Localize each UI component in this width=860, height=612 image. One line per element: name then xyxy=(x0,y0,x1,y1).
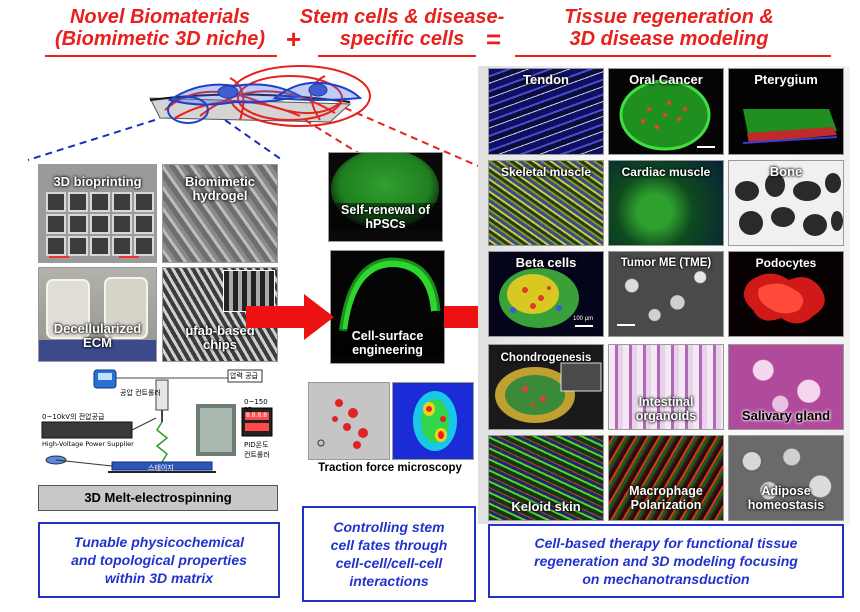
tile-keloid-skin: Keloid skin xyxy=(488,435,604,521)
chondrogenesis-image xyxy=(495,362,602,423)
image-microfab-chips: μfab-based chips xyxy=(162,267,278,362)
tile-pterygium: Pterygium xyxy=(728,68,844,155)
pid-display: 8.8.8.8 xyxy=(246,412,267,419)
traction-label: Traction force microscopy xyxy=(318,462,462,474)
image-cell-surface-engineering: Cell-surface engineering xyxy=(330,250,445,364)
tile-beta-cells: Beta cells 100 μm xyxy=(488,251,604,337)
label-decellularized-ecm: Decellularized ECM xyxy=(53,321,142,350)
image-self-renewal-hpscs: Self-renewal of hPSCs xyxy=(328,152,443,242)
pid-label: PID온도 컨트롤러 xyxy=(244,441,270,459)
image-traction-heatmap xyxy=(392,382,474,460)
pressure-label: 압력 공급 xyxy=(230,372,258,380)
header-biomaterials: Novel Biomaterials (Biomimetic 3D niche) xyxy=(54,6,266,50)
header-stem-cells: Stem cells & disease- specific cells xyxy=(299,6,505,50)
tile-oral-cancer: Oral Cancer xyxy=(608,68,724,155)
oral-cancer-image xyxy=(619,79,715,151)
label-cell-surface: Cell-surface engineering xyxy=(331,329,444,357)
label-bone: Bone xyxy=(769,164,803,179)
label-macrophage-polarization: Macrophage Polarization xyxy=(629,484,703,512)
tile-cardiac-muscle: Cardiac muscle xyxy=(608,160,724,246)
caption-stem-cell-fates: Controlling stem cell fates through cell… xyxy=(302,506,476,602)
plus-sign: + xyxy=(286,24,302,54)
tile-tumor-me: Tumor ME (TME) xyxy=(608,251,724,337)
niche-schematic xyxy=(27,65,479,167)
label-intestinal-organoids: Intestinal organoids xyxy=(635,395,697,423)
label-self-renewal: Self-renewal of hPSCs xyxy=(329,203,442,231)
label-microfab-chips: μfab-based chips xyxy=(185,323,255,352)
label-tendon: Tendon xyxy=(523,72,569,87)
image-biomimetic-hydrogel: Biomimetic hydrogel xyxy=(162,164,278,263)
label-3d-bioprinting: 3D bioprinting xyxy=(53,174,142,189)
electrospinning-setup-diagram xyxy=(41,369,273,473)
header-underline-right xyxy=(515,55,831,57)
label-oral-cancer: Oral Cancer xyxy=(629,72,703,87)
pterygium-image xyxy=(742,109,838,144)
label-cardiac-muscle: Cardiac muscle xyxy=(621,165,711,179)
melt-electrospinning-schematic: 압력 공급 공압 컨트롤러 0~10kV의 전압공급 High-Voltage … xyxy=(38,368,276,482)
hpsc-colony-image xyxy=(331,153,439,229)
traction-cells-image xyxy=(317,399,368,449)
beta-scale-label: 100 μm xyxy=(573,316,594,322)
image-traction-brightfield xyxy=(308,382,390,460)
ecm-pieces-image xyxy=(39,277,156,361)
header-underline-mid xyxy=(318,55,476,57)
melt-electrospinning-label: 3D Melt-electrospinning xyxy=(38,485,278,511)
bioprinting-grid-image xyxy=(39,165,156,262)
label-skeletal-muscle: Skeletal muscle xyxy=(500,165,592,179)
caption-tunable-properties: Tunable physicochemical and topological … xyxy=(38,522,280,598)
tile-tendon: Tendon xyxy=(488,68,604,155)
image-3d-bioprinting: 3D bioprinting xyxy=(38,164,157,263)
label-adipose-homeostasis: Adipose homeostasis xyxy=(747,484,825,512)
label-tumor-me: Tumor ME (TME) xyxy=(620,257,712,269)
tile-bone: Bone xyxy=(728,160,844,246)
header-tissue-regeneration: Tissue regeneration & 3D disease modelin… xyxy=(564,6,774,50)
label-podocytes: Podocytes xyxy=(755,256,817,270)
tile-podocytes: Podocytes xyxy=(728,251,844,337)
tile-salivary-gland: Salivary gland xyxy=(728,344,844,430)
traction-heatmap-image xyxy=(413,391,457,451)
image-decellularized-ecm: Decellularized ECM xyxy=(38,267,157,362)
label-chondrogenesis: Chondrogenesis xyxy=(500,352,592,364)
voltage-range-label: 0~10kV의 전압공급 xyxy=(42,413,105,421)
caption-cell-based-therapy: Cell-based therapy for functional tissue… xyxy=(488,524,844,598)
tile-intestinal-organoids: Intestinal organoids xyxy=(608,344,724,430)
stage-label: 스테이지 xyxy=(148,464,174,472)
header-underline-left xyxy=(45,55,277,57)
label-beta-cells: Beta cells xyxy=(515,255,577,270)
tile-adipose-homeostasis: Adipose homeostasis xyxy=(728,435,844,521)
tile-skeletal-muscle: Skeletal muscle xyxy=(488,160,604,246)
hv-supply-label: High-Voltage Power Supplier xyxy=(42,440,134,448)
temp-range-label: 0~150 ℃ xyxy=(244,398,268,414)
label-keloid-skin: Keloid skin xyxy=(511,499,581,514)
label-pterygium: Pterygium xyxy=(754,72,818,87)
cell-surface-image xyxy=(339,257,441,332)
label-salivary-gland: Salivary gland xyxy=(741,408,831,423)
bone-image xyxy=(735,173,843,236)
beta-cells-image xyxy=(499,268,593,328)
podocytes-image xyxy=(743,273,825,324)
tile-chondrogenesis: Chondrogenesis xyxy=(488,344,604,430)
tile-macrophage-polarization: Macrophage Polarization xyxy=(608,435,724,521)
arrow-left-to-middle xyxy=(246,294,334,340)
air-controller-label: 공압 컨트롤러 xyxy=(120,389,161,397)
label-biomimetic-hydrogel: Biomimetic hydrogel xyxy=(184,174,256,203)
tme-scale-bar xyxy=(617,324,635,326)
equals-sign: = xyxy=(486,24,502,54)
